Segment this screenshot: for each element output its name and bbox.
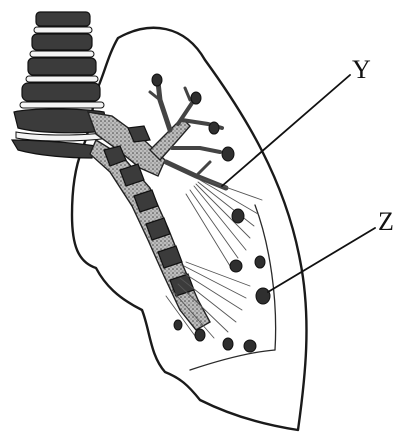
label-z: Z: [378, 207, 394, 236]
label-y-leader: [222, 75, 350, 186]
upper-bronchi: [150, 82, 226, 188]
trachea: [12, 12, 110, 158]
node-cluster: [152, 74, 265, 352]
lung-outline: [72, 28, 306, 430]
label-y: Y: [352, 55, 371, 84]
alveolar-fan-upper: [186, 178, 262, 266]
label-z-leader: [268, 228, 375, 292]
label-z-target-node: [256, 288, 270, 304]
